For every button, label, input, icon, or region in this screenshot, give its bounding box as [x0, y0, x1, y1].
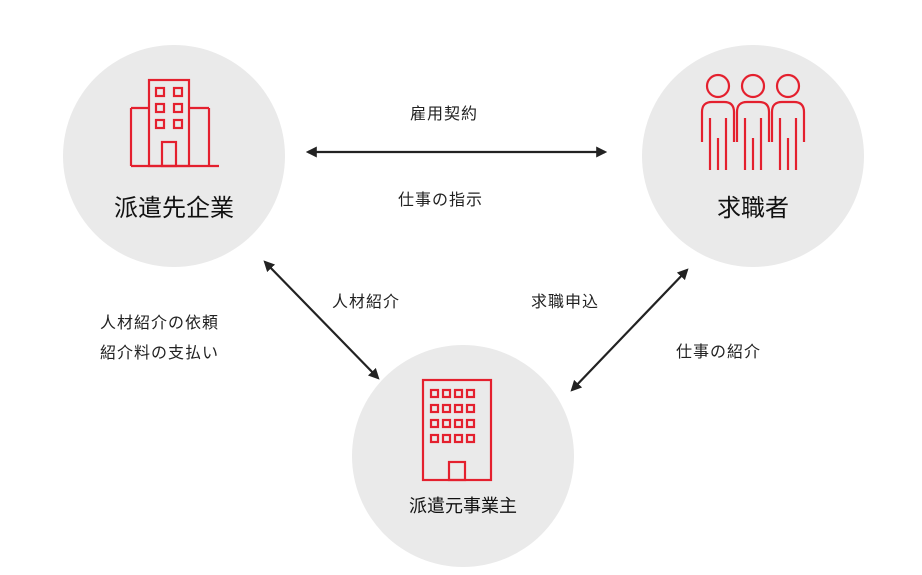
edge-label-introduction-request: 人材紹介の依頼: [100, 313, 220, 332]
edge-label-job-application: 求職申込: [531, 292, 600, 311]
agency-circle: [352, 345, 574, 567]
seeker-label: 求職者: [717, 194, 789, 222]
tall-office-building-icon: [421, 378, 493, 482]
edge-label-fee-payment: 紹介料の支払い: [100, 343, 220, 362]
client-circle: [63, 45, 285, 267]
agency-label: 派遣元事業主: [409, 496, 517, 517]
group-of-people-icon: [700, 73, 806, 170]
client-label: 派遣先企業: [114, 194, 234, 222]
office-building-icon: [129, 78, 219, 168]
edge-label-work-instructions: 仕事の指示: [398, 190, 484, 209]
edge-label-employment-contract: 雇用契約: [410, 104, 479, 123]
edge-label-job-introduction: 仕事の紹介: [676, 342, 762, 361]
edge-label-staff-introduction: 人材紹介: [332, 292, 401, 311]
arrow-seeker-agency: [570, 268, 689, 392]
arrow-client-agency: [263, 260, 380, 380]
